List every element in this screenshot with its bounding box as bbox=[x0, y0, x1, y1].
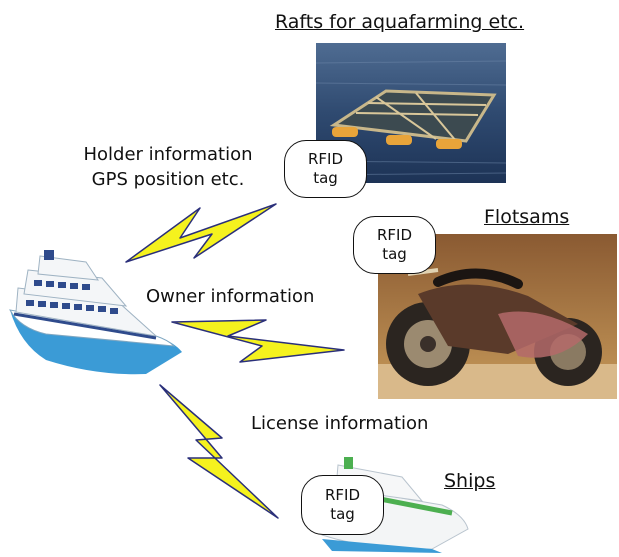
rfid-tag-flotsam: RFID tag bbox=[353, 216, 436, 274]
rfid-tag-raft-line2: tag bbox=[313, 169, 338, 187]
holder-information-line1: Holder information bbox=[83, 144, 253, 165]
license-information-label: License information bbox=[251, 413, 429, 434]
holder-information-label: Holder information GPS position etc. bbox=[62, 142, 274, 192]
rfid-tag-flotsam-line1: RFID bbox=[376, 226, 413, 244]
license-lightning-icon bbox=[159, 384, 279, 519]
rfid-tag-flotsam-line2: tag bbox=[382, 245, 407, 263]
ships-heading: Ships bbox=[444, 470, 496, 492]
flotsams-heading: Flotsams bbox=[484, 206, 570, 228]
rfid-tag-ship-line2: tag bbox=[330, 505, 355, 523]
gps-position-line2: GPS position etc. bbox=[91, 169, 245, 190]
rfid-tag-raft: RFID tag bbox=[284, 140, 367, 198]
flotsam-motorcycle-photo bbox=[378, 234, 617, 399]
rfid-tag-ship: RFID tag bbox=[301, 475, 384, 535]
cruise-ship-illustration bbox=[6, 248, 186, 378]
owner-lightning-icon bbox=[171, 319, 345, 363]
holder-lightning-icon bbox=[125, 203, 277, 263]
rfid-tag-raft-line1: RFID bbox=[307, 150, 344, 168]
rfid-tag-ship-line1: RFID bbox=[324, 486, 361, 504]
owner-information-label: Owner information bbox=[146, 286, 315, 307]
rafts-heading: Rafts for aquafarming etc. bbox=[275, 11, 525, 33]
aquafarming-raft-photo bbox=[316, 43, 506, 183]
